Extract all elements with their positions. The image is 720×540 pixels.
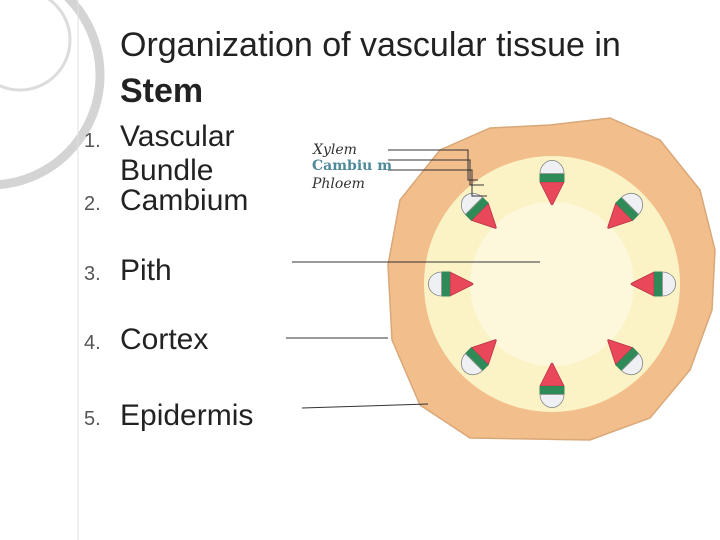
xylem-shape xyxy=(620,192,644,216)
phloem-shape xyxy=(539,181,565,206)
label-leader-lines xyxy=(286,149,540,409)
stem-cross-section-diagram xyxy=(286,117,716,441)
list-label-line2: Bundle xyxy=(120,154,214,187)
phloem-shape xyxy=(470,339,497,366)
xylem-shape xyxy=(539,393,565,409)
cambium-band xyxy=(615,347,639,371)
phloem-shape xyxy=(630,271,655,297)
list-number: 4. xyxy=(84,332,101,354)
deco-arc-small xyxy=(0,0,72,92)
list-number: 3. xyxy=(84,263,101,285)
slide-title-line1: Organization of vascular tissue in xyxy=(120,26,621,64)
cambium-band xyxy=(539,174,565,182)
list-label: Cortex xyxy=(120,323,209,356)
phloem-shape xyxy=(607,202,634,229)
cambium-band xyxy=(539,386,565,394)
slide-title-line2: Stem xyxy=(120,72,204,110)
xylem-shape xyxy=(460,352,484,376)
leader-cambium xyxy=(388,159,484,186)
vascular-bundle xyxy=(427,271,474,297)
vascular-bundle xyxy=(460,192,497,229)
leader-phloem xyxy=(388,169,487,197)
vascular-bundle xyxy=(539,159,565,206)
label-xylem: Xylem xyxy=(313,142,357,158)
deco-arc-large xyxy=(0,0,105,190)
cambium-band xyxy=(654,271,662,297)
vascular-bundle xyxy=(607,339,644,376)
list-label: Pith xyxy=(120,254,172,287)
list-number: 2. xyxy=(84,193,101,215)
vascular-bundle xyxy=(460,339,497,376)
phloem-shape xyxy=(607,339,634,366)
phloem-shape xyxy=(449,271,474,297)
xylem-shape xyxy=(661,271,677,297)
list-label: Cambium xyxy=(120,184,249,217)
list-label-line1: Vascular xyxy=(120,120,235,153)
label-cambium: Cambiu m xyxy=(312,158,393,174)
xylem-shape xyxy=(460,192,484,216)
slide-title: Organization of vascular tissue in Stem xyxy=(120,22,710,114)
xylem-shape xyxy=(539,159,565,175)
cambium-band xyxy=(615,197,639,221)
leader-epidermis xyxy=(301,403,429,409)
cambium-band xyxy=(465,347,489,371)
vascular-bundle xyxy=(630,271,677,297)
cambium-band xyxy=(442,271,450,297)
vascular-bundle xyxy=(607,192,644,229)
xylem-shape xyxy=(620,352,644,376)
list-number: 1. xyxy=(84,130,101,152)
leader-xylem xyxy=(388,149,478,181)
cambium-band xyxy=(465,197,489,221)
phloem-shape xyxy=(470,202,497,229)
list-number: 5. xyxy=(84,408,101,430)
pith-core xyxy=(470,202,634,366)
vascular-bundle xyxy=(539,362,565,409)
label-phloem: Phloem xyxy=(312,176,365,192)
vascular-bundles xyxy=(427,159,677,409)
phloem-shape xyxy=(539,362,565,387)
list-label: Epidermis xyxy=(120,399,254,432)
xylem-shape xyxy=(427,271,443,297)
